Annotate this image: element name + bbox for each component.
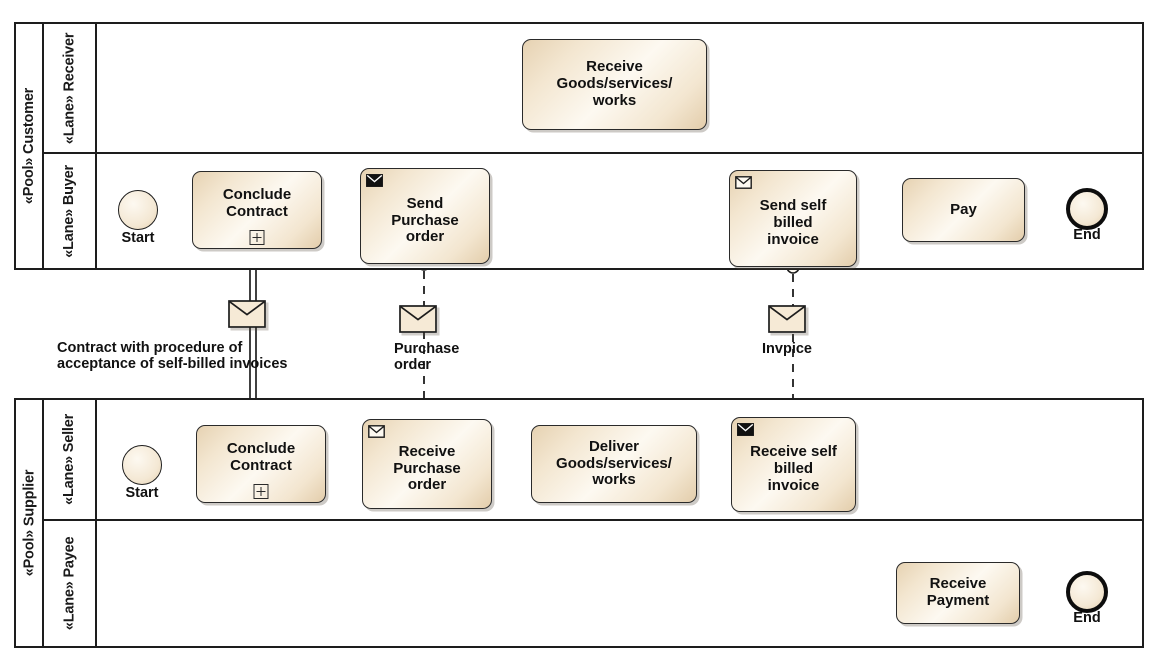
message-envelope-contract	[228, 300, 266, 328]
lane-payee-label: «Lane» Payee	[61, 536, 78, 631]
task-conclude-contract-seller-label: Conclude Contract	[226, 440, 296, 474]
task-send-self-billed-invoice[interactable]: Send self billed invoice	[729, 170, 857, 267]
task-send-purchase-order[interactable]: Send Purchase order	[360, 168, 490, 264]
pool-supplier-header: «Pool» Supplier	[16, 400, 44, 646]
end-event-customer[interactable]: End	[1066, 188, 1108, 243]
lane-buyer-label: «Lane» Buyer	[61, 164, 78, 258]
task-deliver-goods-label: Deliver Goods/services/ works	[556, 437, 672, 489]
task-receive-goods[interactable]: Receive Goods/services/ works	[522, 39, 707, 130]
start-event-supplier-label: Start	[125, 485, 159, 501]
lane-receiver-label: «Lane» Receiver	[61, 32, 78, 144]
task-receive-purchase-order-label: Receive Purchase order	[393, 442, 461, 494]
task-deliver-goods[interactable]: Deliver Goods/services/ works	[531, 425, 697, 503]
message-envelope-invoice	[768, 305, 806, 333]
lane-seller-header: «Lane» Seller	[44, 400, 97, 519]
task-conclude-contract-buyer-label: Conclude Contract	[222, 186, 292, 220]
pool-customer-header: «Pool» Customer	[16, 24, 44, 268]
message-icon	[368, 425, 385, 438]
message-icon	[735, 176, 752, 189]
start-event-customer[interactable]: Start	[118, 190, 158, 246]
lane-buyer-header: «Lane» Buyer	[44, 154, 97, 268]
task-receive-payment[interactable]: Receive Payment	[896, 562, 1020, 624]
message-envelope-purchase-order	[399, 305, 437, 333]
start-event-supplier[interactable]: Start	[122, 445, 162, 501]
end-event-customer-label: End	[1073, 227, 1101, 243]
lane-payee-header: «Lane» Payee	[44, 521, 97, 646]
task-receive-purchase-order[interactable]: Receive Purchase order	[362, 419, 492, 509]
task-pay[interactable]: Pay	[902, 178, 1025, 242]
pool-supplier-label: «Pool» Supplier	[21, 469, 37, 577]
task-receive-payment-label: Receive Payment	[926, 575, 990, 609]
end-event-supplier[interactable]: End	[1066, 571, 1108, 626]
end-event-supplier-label: End	[1073, 610, 1101, 626]
task-conclude-contract-seller[interactable]: Conclude Contract	[196, 425, 326, 503]
task-conclude-contract-buyer[interactable]: Conclude Contract	[192, 171, 322, 249]
pool-customer-label: «Pool» Customer	[21, 87, 37, 205]
send-message-icon	[366, 174, 383, 187]
start-event-customer-label: Start	[121, 230, 155, 246]
message-label-purchase-order: Purchase order	[394, 341, 460, 374]
message-icon	[737, 423, 754, 436]
message-flow-invoice	[786, 260, 800, 414]
task-receive-self-billed-invoice[interactable]: Receive self billed invoice	[731, 417, 856, 512]
lane-seller-label: «Lane» Seller	[61, 414, 78, 505]
lane-receiver-header: «Lane» Receiver	[44, 24, 97, 152]
task-receive-self-billed-invoice-label: Receive self billed invoice	[750, 443, 837, 494]
task-receive-goods-label: Receive Goods/services/ works	[556, 58, 673, 109]
subprocess-plus-icon	[249, 230, 265, 245]
task-send-purchase-order-label: Send Purchase order	[391, 194, 459, 246]
message-label-invoice: Invpice	[762, 341, 812, 357]
task-pay-label: Pay	[950, 200, 977, 218]
message-label-contract: Contract with procedure of acceptance of…	[57, 340, 288, 373]
task-send-self-billed-invoice-label: Send self billed invoice	[759, 197, 827, 248]
subprocess-plus-icon	[253, 484, 269, 499]
message-flow-purchase-order	[417, 257, 431, 414]
